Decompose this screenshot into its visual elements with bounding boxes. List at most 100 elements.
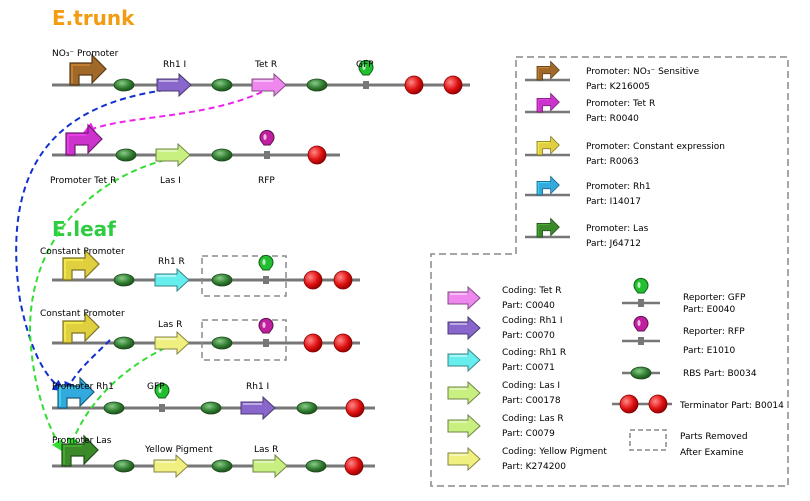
terminator-icon [345, 398, 365, 418]
label-r1-promoter: NO₃⁻ Promoter [52, 49, 119, 59]
rbs-icon [113, 336, 135, 350]
label-r1-tetr: Tet R [254, 60, 277, 70]
legend-removed-text: Parts Removed [680, 432, 748, 442]
gfp-reporter-icon [154, 382, 170, 412]
terminator-icon [333, 270, 353, 290]
label-r6-promoter: Promoter Las [52, 436, 112, 446]
terminator-icon [344, 456, 364, 476]
legend-rbs-text: RBS Part: B0034 [683, 369, 757, 379]
promoter-constant-icon [62, 248, 100, 281]
legend-rfp-text: Reporter: RFP [683, 327, 745, 337]
legend-rfp-text: Part: E1010 [683, 346, 736, 356]
rbs-icon [211, 336, 233, 350]
label-r6-lasr: Las R [254, 445, 278, 455]
terminator-icon [648, 394, 668, 414]
gfp-reporter-icon [258, 254, 274, 284]
rfp-reporter-icon [258, 317, 274, 347]
coding-tetr-icon [251, 72, 287, 98]
rh1i-to-promoter-rh1-link [15, 89, 166, 392]
terminator-icon [333, 333, 353, 353]
rbs-icon [115, 148, 137, 162]
circuit-labels: NO₃⁻ Promoter Rh1 I Tet R GFP Promoter T… [40, 49, 374, 455]
legend-promoter-part: Part: R0063 [586, 157, 639, 167]
promoter-brown-icon [536, 60, 560, 81]
rfp-reporter-icon [633, 315, 649, 345]
label-r5-rh1i: Rh1 I [246, 382, 269, 392]
rbs-icon [200, 401, 222, 415]
arrow-yellow-icon [447, 446, 481, 472]
legend-frame [430, 56, 789, 487]
label-r2-lasi: Las I [160, 176, 181, 186]
legend-gfp-text: Reporter: GFP [683, 293, 746, 303]
legend-coding-part: Part: C0070 [502, 331, 555, 341]
arrow-cyan-icon [447, 347, 481, 373]
promoter-green-icon [536, 217, 560, 238]
circuit-parts [57, 53, 463, 479]
terminator-icon [303, 270, 323, 290]
rbs-icon [113, 459, 135, 473]
arrow-lime-icon [447, 380, 481, 406]
legend-promoter-name: Promoter: Rh1 [586, 182, 651, 192]
label-r2-promoter: Promoter Tet R [50, 176, 116, 186]
terminator-icon [303, 333, 323, 353]
legend-coding-part: Part: K274200 [502, 462, 566, 472]
coding-lasr-icon [154, 330, 190, 356]
arrow-pink-icon [447, 285, 481, 311]
rbs-icon [211, 148, 233, 162]
coding-lasi-icon [155, 142, 191, 168]
legend-terminator-text: Terminator Part: B0014 [679, 401, 784, 411]
rbs-icon [113, 273, 135, 287]
legend-promoter-name: Promoter: NO₃⁻ Sensitive [586, 67, 700, 77]
legend-coding-name: Coding: Tet R [502, 286, 561, 296]
legend-coding-name: Coding: Rh1 R [502, 348, 566, 358]
promoter-blue-icon [536, 175, 560, 196]
label-r3-rh1r: Rh1 R [158, 257, 185, 267]
legend-promoter-part: Part: I14017 [586, 197, 641, 207]
coding-rh1i-icon [240, 395, 276, 421]
legend-promoter-name: Promoter: Constant expression [586, 142, 725, 152]
terminator-icon [307, 145, 327, 165]
legend-promoter-part: Part: R0040 [586, 114, 639, 124]
legend-gfp-text: Part: E0040 [683, 305, 736, 315]
terminator-icon [404, 75, 424, 95]
label-r4-promoter: Constant Promoter [40, 309, 125, 319]
lasi-to-promoter-las-link [28, 159, 166, 453]
removed-box-gfp [201, 255, 287, 297]
legend-promoter-part: Part: J64712 [586, 239, 641, 249]
gfp-reporter-icon [358, 59, 374, 89]
removed-box-rfp [201, 319, 287, 361]
label-r3-promoter: Constant Promoter [40, 247, 125, 257]
coding-rh1i-icon [156, 72, 192, 98]
terminator-icon [619, 394, 639, 414]
promoter-constant-icon [62, 311, 100, 344]
label-r2-rfp: RFP [258, 176, 275, 186]
e-trunk-title: E.trunk [52, 6, 135, 30]
promoter-magenta-icon [536, 92, 560, 113]
legend-coding-part: Part: C0040 [502, 301, 555, 311]
tetr-to-promoter-tetr-link [82, 91, 263, 134]
legend-promoter-name: Promoter: Las [586, 224, 649, 234]
gfp-reporter-icon [633, 277, 649, 307]
rbs-icon [211, 459, 233, 473]
coding-yellow-pigment-icon [153, 453, 189, 479]
legend-coding-part: Part: C0079 [502, 429, 555, 439]
label-r4-lasr: Las R [158, 320, 182, 330]
label-r1-rh1i: Rh1 I [163, 60, 186, 70]
promoter-yellow-icon [536, 135, 560, 156]
terminator-icon [443, 75, 463, 95]
e-leaf-title: E.leaf [52, 217, 116, 241]
arrow-purple-icon [447, 315, 481, 341]
rbs-icon [103, 401, 125, 415]
label-r5-promoter: Promoter Rh1 [52, 382, 114, 392]
regulation-links [15, 89, 263, 453]
legend-removed-text: After Examine [680, 448, 744, 458]
rbs-icon [630, 366, 652, 380]
label-r6-yellow: Yellow Pigment [144, 445, 213, 455]
rfp-reporter-icon [259, 129, 275, 159]
removed-box-icon [629, 429, 667, 451]
legend-coding-name: Coding: Rh1 I [502, 316, 563, 326]
promoter-tetr-icon [65, 123, 103, 156]
rbs-icon [211, 273, 233, 287]
